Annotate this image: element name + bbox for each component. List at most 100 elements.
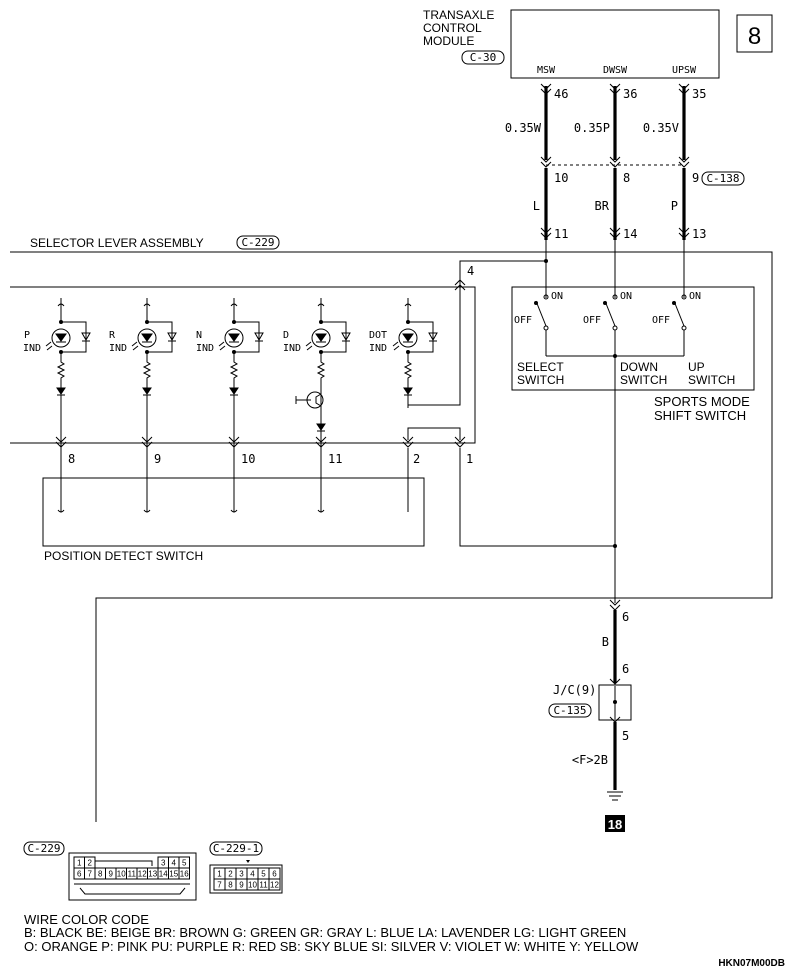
jc-pin-out: 5 bbox=[622, 729, 629, 743]
wire-color-br: BR bbox=[595, 199, 610, 213]
indicator-sublabel-d: IND bbox=[283, 343, 301, 354]
jc-connector-badge bbox=[548, 703, 592, 718]
c229-1-cavity-number: 1 bbox=[217, 870, 222, 879]
up-switch: ON OFF bbox=[652, 291, 701, 356]
c229-1-cavity-number: 11 bbox=[259, 881, 268, 890]
indicator-sublabel-dot: IND bbox=[369, 343, 387, 354]
c229-1-view-badge bbox=[209, 841, 263, 856]
bypass-diode-icon bbox=[254, 332, 264, 342]
indicator-sublabel-p: IND bbox=[23, 343, 41, 354]
page-number: 8 bbox=[748, 23, 761, 50]
tcm-output-wires: 46 36 35 0.35W 0.35P 0.35V bbox=[505, 83, 706, 160]
select-switch-label-2: SWITCH bbox=[517, 373, 564, 387]
down-switch-on: ON bbox=[620, 291, 632, 302]
selector-lever-assembly: SELECTOR LEVER ASSEMBLY C-229 bbox=[10, 235, 773, 822]
tcm-title-line-3: MODULE bbox=[423, 34, 474, 48]
down-switch: ON OFF bbox=[583, 291, 632, 356]
indicator-label-p: P bbox=[24, 330, 30, 341]
wire-color-code-title: WIRE COLOR CODE bbox=[24, 912, 149, 927]
c229-1-cavity-number: 4 bbox=[250, 870, 255, 879]
down-switch-label-2: SWITCH bbox=[620, 373, 667, 387]
tcm-pin-num-36: 36 bbox=[623, 87, 637, 101]
c138-pin-9: 9 bbox=[692, 171, 699, 185]
detect-pin-10: 10 bbox=[241, 452, 255, 466]
led-icon bbox=[311, 328, 331, 348]
c229-1-cavity-number: 12 bbox=[270, 881, 279, 890]
led-icon bbox=[398, 328, 418, 348]
bypass-diode-icon bbox=[81, 332, 91, 342]
indicator-label-n: N bbox=[196, 330, 202, 341]
select-switch: ON OFF bbox=[514, 291, 563, 356]
wire-label-msw: 0.35W bbox=[505, 121, 542, 135]
up-switch-off: OFF bbox=[652, 315, 670, 326]
selector-title: SELECTOR LEVER ASSEMBLY bbox=[30, 236, 204, 250]
c229-1-cavity bbox=[268, 878, 281, 891]
diode-icon bbox=[229, 387, 239, 396]
wire-color-p: P bbox=[671, 199, 678, 213]
c229-cavity-number: 8 bbox=[98, 870, 103, 879]
c229-1-cavity-number: 8 bbox=[228, 881, 233, 890]
c229-cavity-number: 2 bbox=[88, 859, 93, 868]
transaxle-control-module: TRANSAXLE CONTROL MODULE C-30 MSW DWSW U… bbox=[423, 8, 720, 79]
led-icon bbox=[137, 328, 157, 348]
ground-path: 6 B 6 J/C(9) C-135 5 <F>2B 18 bbox=[548, 599, 632, 832]
select-switch-on: ON bbox=[551, 291, 563, 302]
c229-1-cavity-number: 3 bbox=[239, 870, 244, 879]
tcm-connector-label: C-30 bbox=[470, 51, 497, 64]
down-switch-label-1: DOWN bbox=[620, 360, 658, 374]
position-detect-switch-label: POSITION DETECT SWITCH bbox=[44, 549, 203, 563]
ground-wire-color: B bbox=[602, 635, 609, 649]
c229-connector-shell bbox=[68, 852, 197, 901]
c229-cavity-number: 14 bbox=[159, 870, 168, 879]
resistor-icon bbox=[142, 352, 152, 388]
selector-pin-11: 11 bbox=[554, 227, 568, 241]
diode-icon bbox=[56, 387, 66, 396]
detect-pin-1: 1 bbox=[466, 452, 473, 466]
sports-mode-switch-box bbox=[511, 286, 755, 391]
tcm-title-line-1: TRANSAXLE bbox=[423, 8, 494, 22]
selector-pin-13: 13 bbox=[692, 227, 706, 241]
wire-label-upsw: 0.35V bbox=[643, 121, 679, 135]
ground-point-badge bbox=[605, 815, 625, 832]
position-detect-switch: POSITION DETECT SWITCH 2 1 bbox=[42, 427, 617, 563]
c229-cavity-number: 4 bbox=[172, 859, 177, 868]
c138-pin-10: 10 bbox=[554, 171, 568, 185]
c229-cavity-number: 10 bbox=[117, 870, 126, 879]
jc-pin-in: 6 bbox=[622, 662, 629, 676]
tcm-pin-num-46: 46 bbox=[554, 87, 568, 101]
tcm-pin-dwsw: DWSW bbox=[603, 65, 628, 76]
ground-pin-6-top: 6 bbox=[622, 610, 629, 624]
wire-color-l: L bbox=[533, 199, 540, 213]
up-switch-label-2: SWITCH bbox=[688, 373, 735, 387]
select-switch-label-1: SELECT bbox=[517, 360, 564, 374]
page-number-box bbox=[736, 14, 773, 53]
bypass-diode-icon bbox=[341, 332, 351, 342]
c229-1-connector-shell bbox=[209, 864, 283, 894]
indicator-sublabel-n: IND bbox=[196, 343, 214, 354]
select-switch-off: OFF bbox=[514, 315, 532, 326]
sports-mode-label-2: SHIFT SWITCH bbox=[654, 408, 746, 423]
tcm-title-line-2: CONTROL bbox=[423, 21, 482, 35]
detect-pin-9: 9 bbox=[154, 452, 161, 466]
resistor-icon bbox=[229, 352, 239, 388]
tcm-pin-msw: MSW bbox=[537, 65, 556, 76]
indicator-sublabel-r: IND bbox=[109, 343, 127, 354]
ground-point-number: 18 bbox=[608, 817, 622, 832]
led-icon bbox=[224, 328, 244, 348]
c229-view-badge bbox=[23, 841, 65, 856]
detect-pin-11: 11 bbox=[328, 452, 342, 466]
c229-1-cavity-number: 6 bbox=[272, 870, 277, 879]
led-icon bbox=[51, 328, 71, 348]
resistor-icon bbox=[403, 352, 413, 388]
indicator-label-dot: DOT bbox=[369, 330, 387, 341]
c229-cavity-number: 15 bbox=[169, 870, 178, 879]
sports-mode-label-1: SPORTS MODE bbox=[654, 394, 750, 409]
c138-badge bbox=[701, 171, 745, 186]
up-switch-on: ON bbox=[689, 291, 701, 302]
